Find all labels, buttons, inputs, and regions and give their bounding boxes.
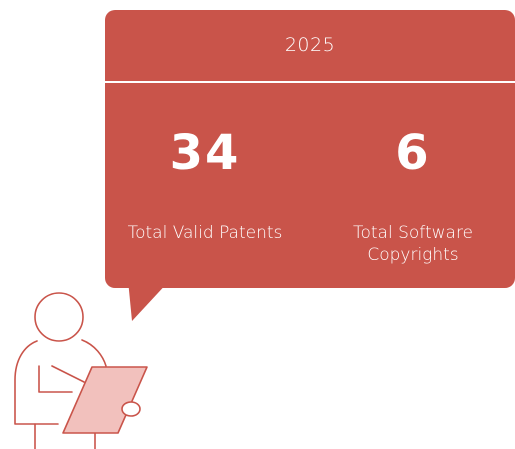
card-divider xyxy=(105,81,515,83)
year-heading: 2025 xyxy=(284,34,336,56)
stat-label: Total Valid Patents xyxy=(127,223,283,243)
stat-value: 34 xyxy=(169,125,241,181)
stat-label: Total Software Copyrights xyxy=(352,223,474,265)
stat-software-copyrights: 6 Total Software Copyrights xyxy=(313,122,513,266)
stat-value: 6 xyxy=(395,125,431,181)
stats-card: 2025 34 Total Valid Patents 6 Total Soft… xyxy=(105,10,515,288)
stat-valid-patents: 34 Total Valid Patents xyxy=(105,122,305,244)
